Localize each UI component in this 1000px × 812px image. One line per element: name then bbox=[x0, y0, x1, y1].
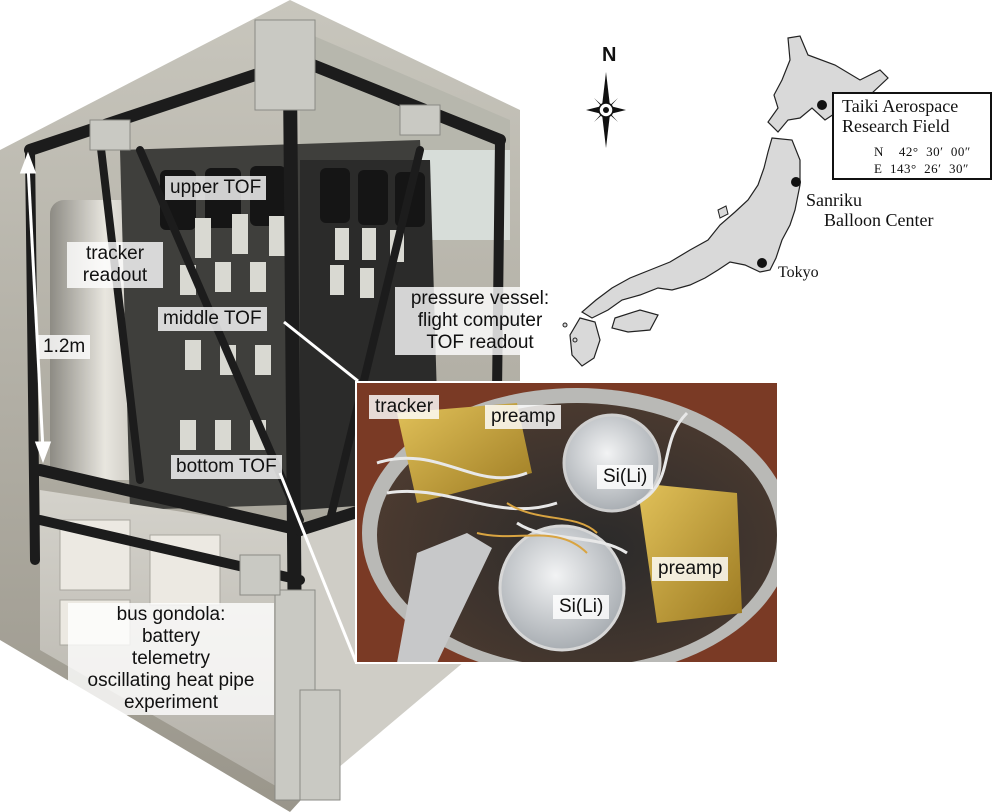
japan-map bbox=[562, 35, 889, 367]
bus-line-3: telemetry bbox=[131, 648, 211, 669]
taiki-title: Taiki Aerospace Research Field bbox=[842, 96, 958, 136]
shikoku-shape bbox=[611, 309, 659, 333]
taiki-marker bbox=[817, 100, 827, 110]
bus-line-5: experiment bbox=[124, 692, 218, 713]
inset-photo: tracker preamp Si(Li) preamp Si(Li) bbox=[355, 381, 779, 664]
inset-drawing bbox=[357, 383, 777, 662]
inset-preamp-right-label: preamp bbox=[652, 557, 729, 581]
taiki-latitude: N 42° 30′ 00″ bbox=[874, 144, 971, 159]
bus-gondola-label: bus gondola: battery telemetry oscillati… bbox=[68, 603, 274, 715]
middle-tof-label: middle TOF bbox=[158, 307, 267, 331]
bus-line-2: battery bbox=[141, 626, 201, 647]
upper-tof-label: upper TOF bbox=[165, 176, 267, 200]
tracker-readout-label: tracker readout bbox=[67, 242, 163, 288]
tracker-readout-text: tracker readout bbox=[82, 243, 148, 286]
north-label: N bbox=[602, 44, 617, 66]
taiki-longitude: E 143° 26′ 30″ bbox=[874, 161, 969, 176]
pressure-vessel-line-2: flight computer bbox=[417, 310, 543, 331]
inset-tracker-label: tracker bbox=[369, 395, 440, 419]
height-label: 1.2m bbox=[38, 335, 91, 359]
kyushu-shape bbox=[569, 317, 601, 367]
sanriku-marker bbox=[791, 177, 801, 187]
bus-line-1: bus gondola: bbox=[116, 604, 226, 625]
inset-sili-top-label: Si(Li) bbox=[597, 465, 654, 489]
pressure-vessel-label: pressure vessel: flight computer TOF rea… bbox=[395, 287, 565, 355]
sanriku-line-2: Balloon Center bbox=[824, 210, 934, 230]
bus-line-4: oscillating heat pipe bbox=[87, 670, 255, 691]
pressure-vessel-line-1: pressure vessel: bbox=[410, 288, 550, 309]
bottom-tof-label: bottom TOF bbox=[171, 455, 282, 479]
sanriku-line-1: Sanriku bbox=[806, 190, 862, 210]
compass-rose-icon bbox=[586, 72, 626, 148]
inset-preamp-top-label: preamp bbox=[485, 405, 562, 429]
taiki-title-line-2: Research Field bbox=[842, 116, 950, 136]
tokyo-label: Tokyo bbox=[778, 264, 819, 281]
honshu-shape bbox=[580, 137, 801, 319]
tokyo-marker bbox=[757, 258, 767, 268]
pressure-vessel-line-3: TOF readout bbox=[426, 332, 534, 353]
inset-sili-bottom-label: Si(Li) bbox=[553, 595, 610, 619]
taiki-info-box: Taiki Aerospace Research Field N 42° 30′… bbox=[832, 92, 992, 180]
sanriku-label: Sanriku Balloon Center bbox=[806, 190, 933, 230]
taiki-title-line-1: Taiki Aerospace bbox=[842, 96, 959, 116]
